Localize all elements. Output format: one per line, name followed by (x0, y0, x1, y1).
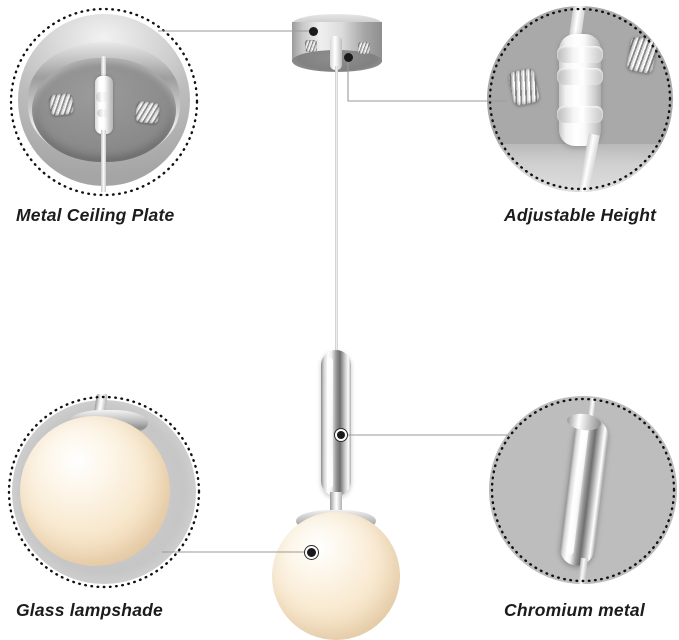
callout-metal-ceiling-plate[interactable] (8, 6, 200, 198)
canopy-screw-left-icon (305, 40, 317, 52)
canopy-cord-connector (330, 36, 342, 70)
anchor-dot-ceiling-plate (309, 27, 318, 36)
callout-chromium-metal[interactable] (489, 396, 677, 584)
suspension-cord (335, 66, 338, 354)
glass-globe-shade (272, 512, 400, 640)
anchor-dot-adjustable-height (344, 53, 353, 62)
callout-label-adjustable-height: Adjustable Height (504, 205, 657, 225)
chrome-rod (321, 350, 351, 496)
anchor-dot-glass-lampshade (307, 548, 316, 557)
leader-line-adjustable-height (347, 58, 507, 102)
callout-label-metal-ceiling-plate: Metal Ceiling Plate (16, 205, 175, 225)
canopy-screw-right-icon (358, 42, 370, 54)
callout-label-glass-lampshade: Glass lampshade (16, 600, 163, 620)
callout-label-chromium-metal: Chromium metal (504, 600, 645, 620)
callout-adjustable-height[interactable] (487, 6, 673, 192)
anchor-dot-chromium-metal (337, 431, 345, 439)
callout-glass-lampshade[interactable] (6, 394, 202, 590)
